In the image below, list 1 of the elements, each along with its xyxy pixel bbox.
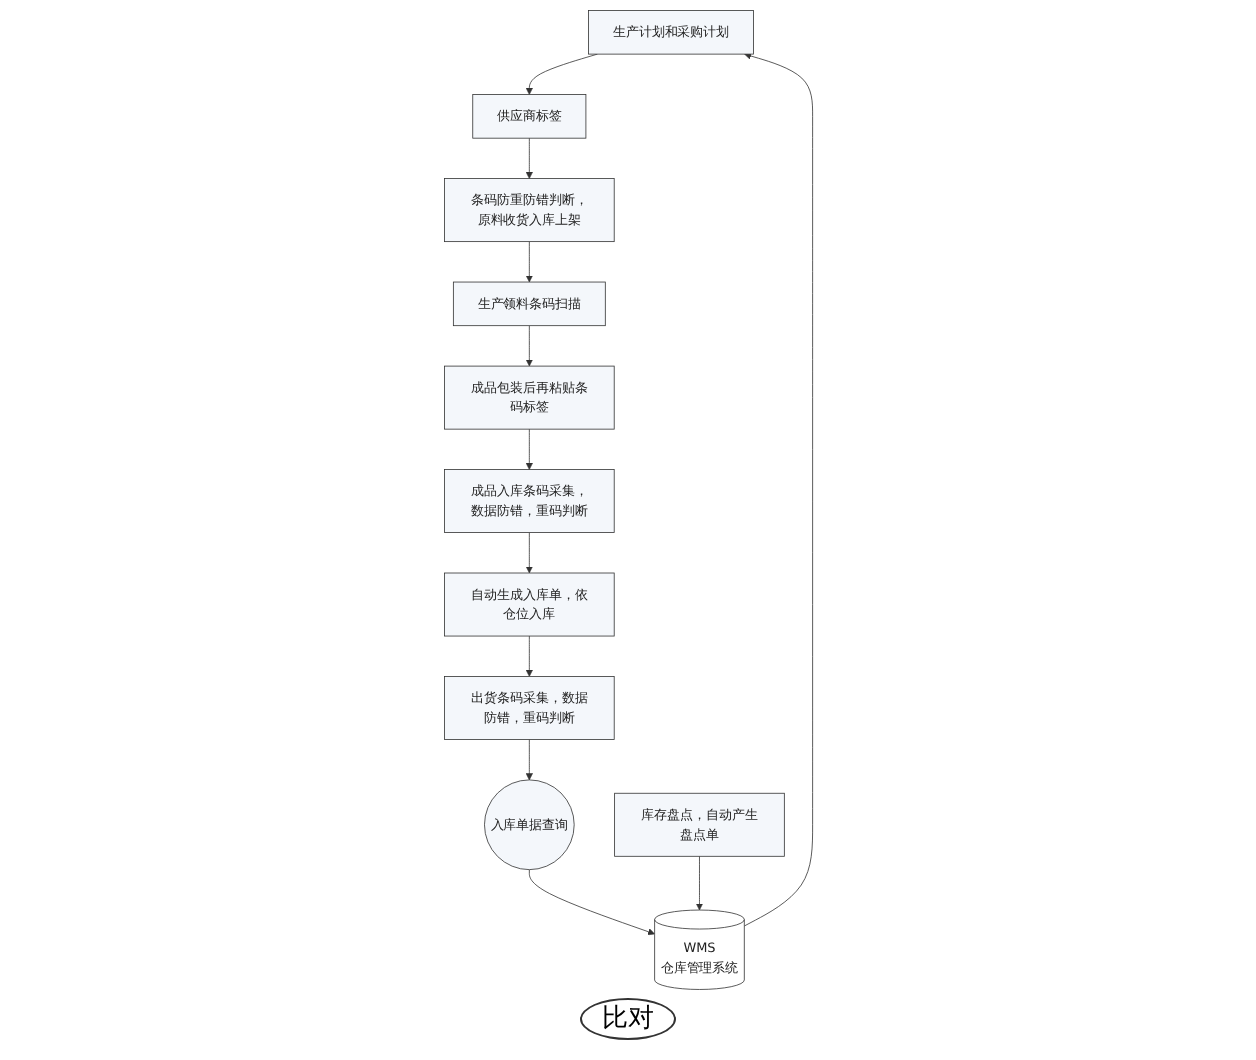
speech-bubble: 比对 (580, 998, 676, 1040)
